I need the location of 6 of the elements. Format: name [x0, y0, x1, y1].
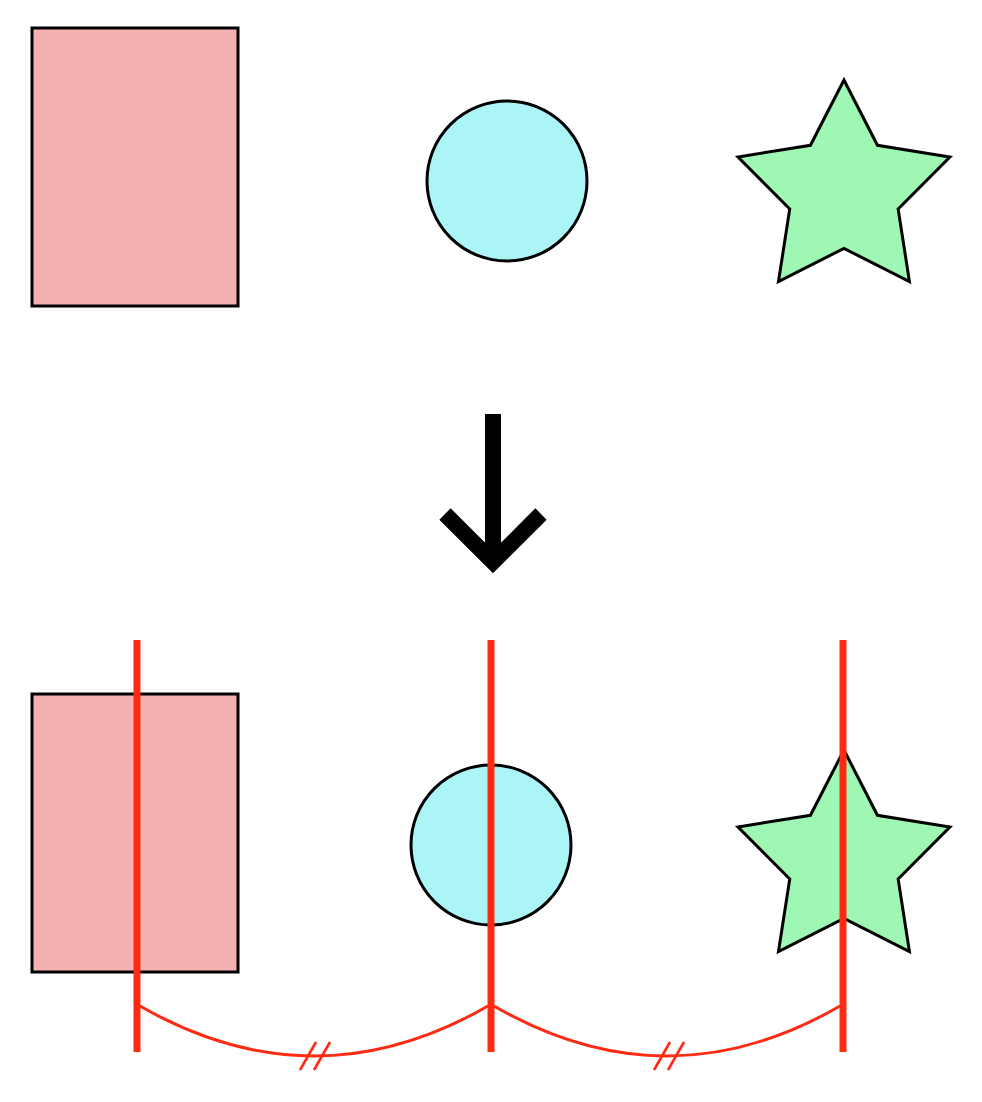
rectangle-shape [30, 26, 240, 308]
rectangle-shape [30, 692, 240, 974]
circle-shape [424, 98, 590, 264]
star-shape [736, 748, 952, 954]
star-shape [736, 78, 952, 284]
circle-shape [408, 762, 574, 928]
